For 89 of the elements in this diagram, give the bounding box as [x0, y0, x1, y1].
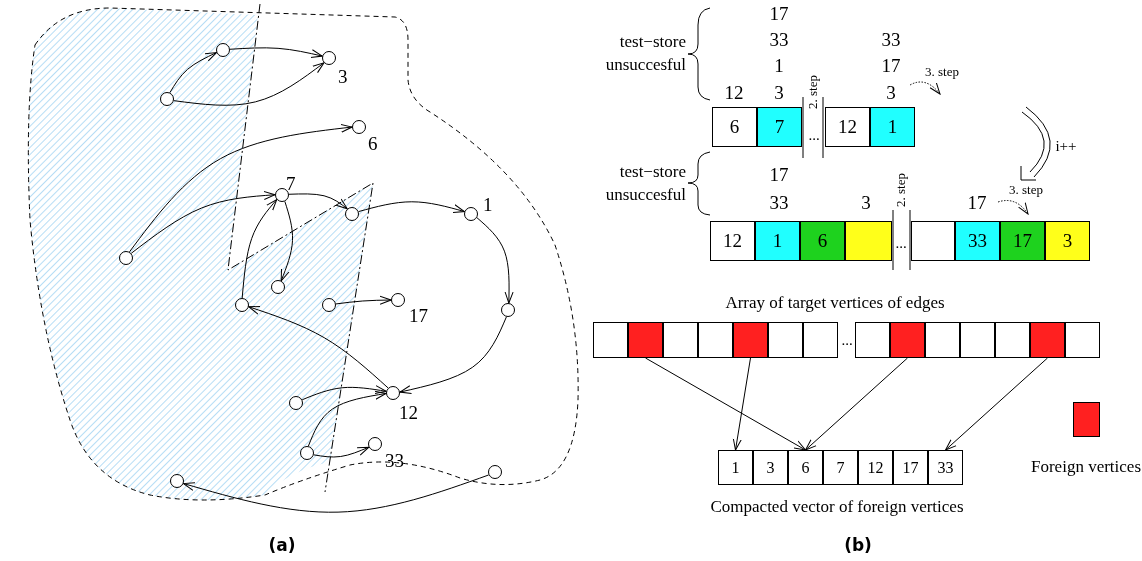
arrow [645, 357, 806, 451]
array-cell [1065, 322, 1100, 358]
array-cell [925, 322, 960, 358]
arrow [805, 357, 908, 451]
vertex-label: 3 [338, 67, 348, 86]
array-cell: 1 [755, 221, 800, 261]
array-cell [628, 322, 663, 358]
arrow [335, 295, 392, 305]
caption: Compacted vector of foreign vertices [710, 496, 964, 518]
array-cell [698, 322, 733, 358]
value-label: 1 [774, 54, 784, 78]
ellipsis: ... [808, 126, 820, 144]
arrow [130, 191, 276, 254]
value-label: 3 [861, 191, 871, 215]
array-cell: 12 [858, 450, 893, 485]
array-cell [768, 322, 803, 358]
arrow [248, 305, 389, 389]
arrow [173, 62, 325, 106]
array-cell [733, 322, 768, 358]
step-label: 2. step [893, 173, 909, 207]
array-cell [845, 221, 892, 261]
arrow [358, 201, 465, 213]
arrow [241, 199, 278, 299]
vertex-label: 7 [286, 174, 296, 193]
value-label: 33 [769, 28, 789, 52]
array-cell [803, 322, 838, 358]
ellipsis: ... [841, 331, 853, 349]
note: test−store unsuccesful [604, 161, 686, 206]
array-cell: 1 [718, 450, 753, 485]
array-cell: 6 [712, 107, 757, 147]
arrow [732, 357, 751, 451]
value-label: 33 [769, 191, 789, 215]
vertex-circle [488, 465, 502, 479]
value-label: 17 [769, 163, 789, 187]
arrow [288, 193, 348, 210]
value-label: 33 [881, 28, 901, 52]
value-label: 17 [769, 2, 789, 26]
value-label: 12 [724, 81, 744, 105]
arrow [307, 390, 387, 447]
arrow [229, 47, 323, 58]
array-cell: 6 [788, 450, 823, 485]
step-label: 2. step [805, 75, 821, 109]
array-cell: 12 [710, 221, 755, 261]
value-label: 17 [967, 191, 987, 215]
arrow [280, 200, 294, 282]
array-cell: 6 [800, 221, 845, 261]
array-cell: 33 [928, 450, 963, 485]
array-cell: 33 [955, 221, 1000, 261]
array-cell [663, 322, 698, 358]
array-cell [960, 322, 995, 358]
array-cell [890, 322, 925, 358]
note: test−store unsuccesful [604, 31, 686, 76]
vertex-label: 33 [385, 451, 404, 470]
array-cell: 3 [1045, 221, 1090, 261]
arrow [945, 357, 1048, 451]
array-cell [911, 221, 955, 261]
array-cell [855, 322, 890, 358]
value-label: 17 [881, 54, 901, 78]
arrow [313, 446, 370, 458]
arrow [169, 52, 217, 94]
array-cell: 7 [823, 450, 858, 485]
panel-label: (b) [844, 534, 872, 556]
array-cell [593, 322, 628, 358]
arrow [128, 123, 353, 253]
counter-label: i++ [1055, 137, 1077, 155]
vertex-label: 1 [483, 195, 493, 214]
array-cell [1030, 322, 1065, 358]
array-cell: 17 [893, 450, 928, 485]
panel-label: (a) [268, 534, 296, 556]
vertex-circle [501, 303, 515, 317]
step-label: 3. step [1009, 182, 1043, 198]
vertex-label: 12 [399, 403, 418, 422]
array-cell: 1 [870, 107, 915, 147]
array-cell: 7 [757, 107, 802, 147]
array-cell: 17 [1000, 221, 1045, 261]
ellipsis: ... [895, 234, 907, 252]
step-label: 3. step [925, 64, 959, 80]
value-label: 3 [886, 81, 896, 105]
value-label: 3 [774, 81, 784, 105]
vertex-label: 17 [409, 306, 428, 325]
array-cell [995, 322, 1030, 358]
arrow [183, 474, 490, 513]
arrow [399, 316, 507, 395]
vertex-label: 6 [368, 134, 378, 153]
legend-label: Foreign vertices [1031, 456, 1141, 478]
arrow [476, 217, 514, 304]
array-cell: 12 [825, 107, 870, 147]
caption: Array of target vertices of edges [725, 292, 945, 314]
array-cell: 3 [753, 450, 788, 485]
